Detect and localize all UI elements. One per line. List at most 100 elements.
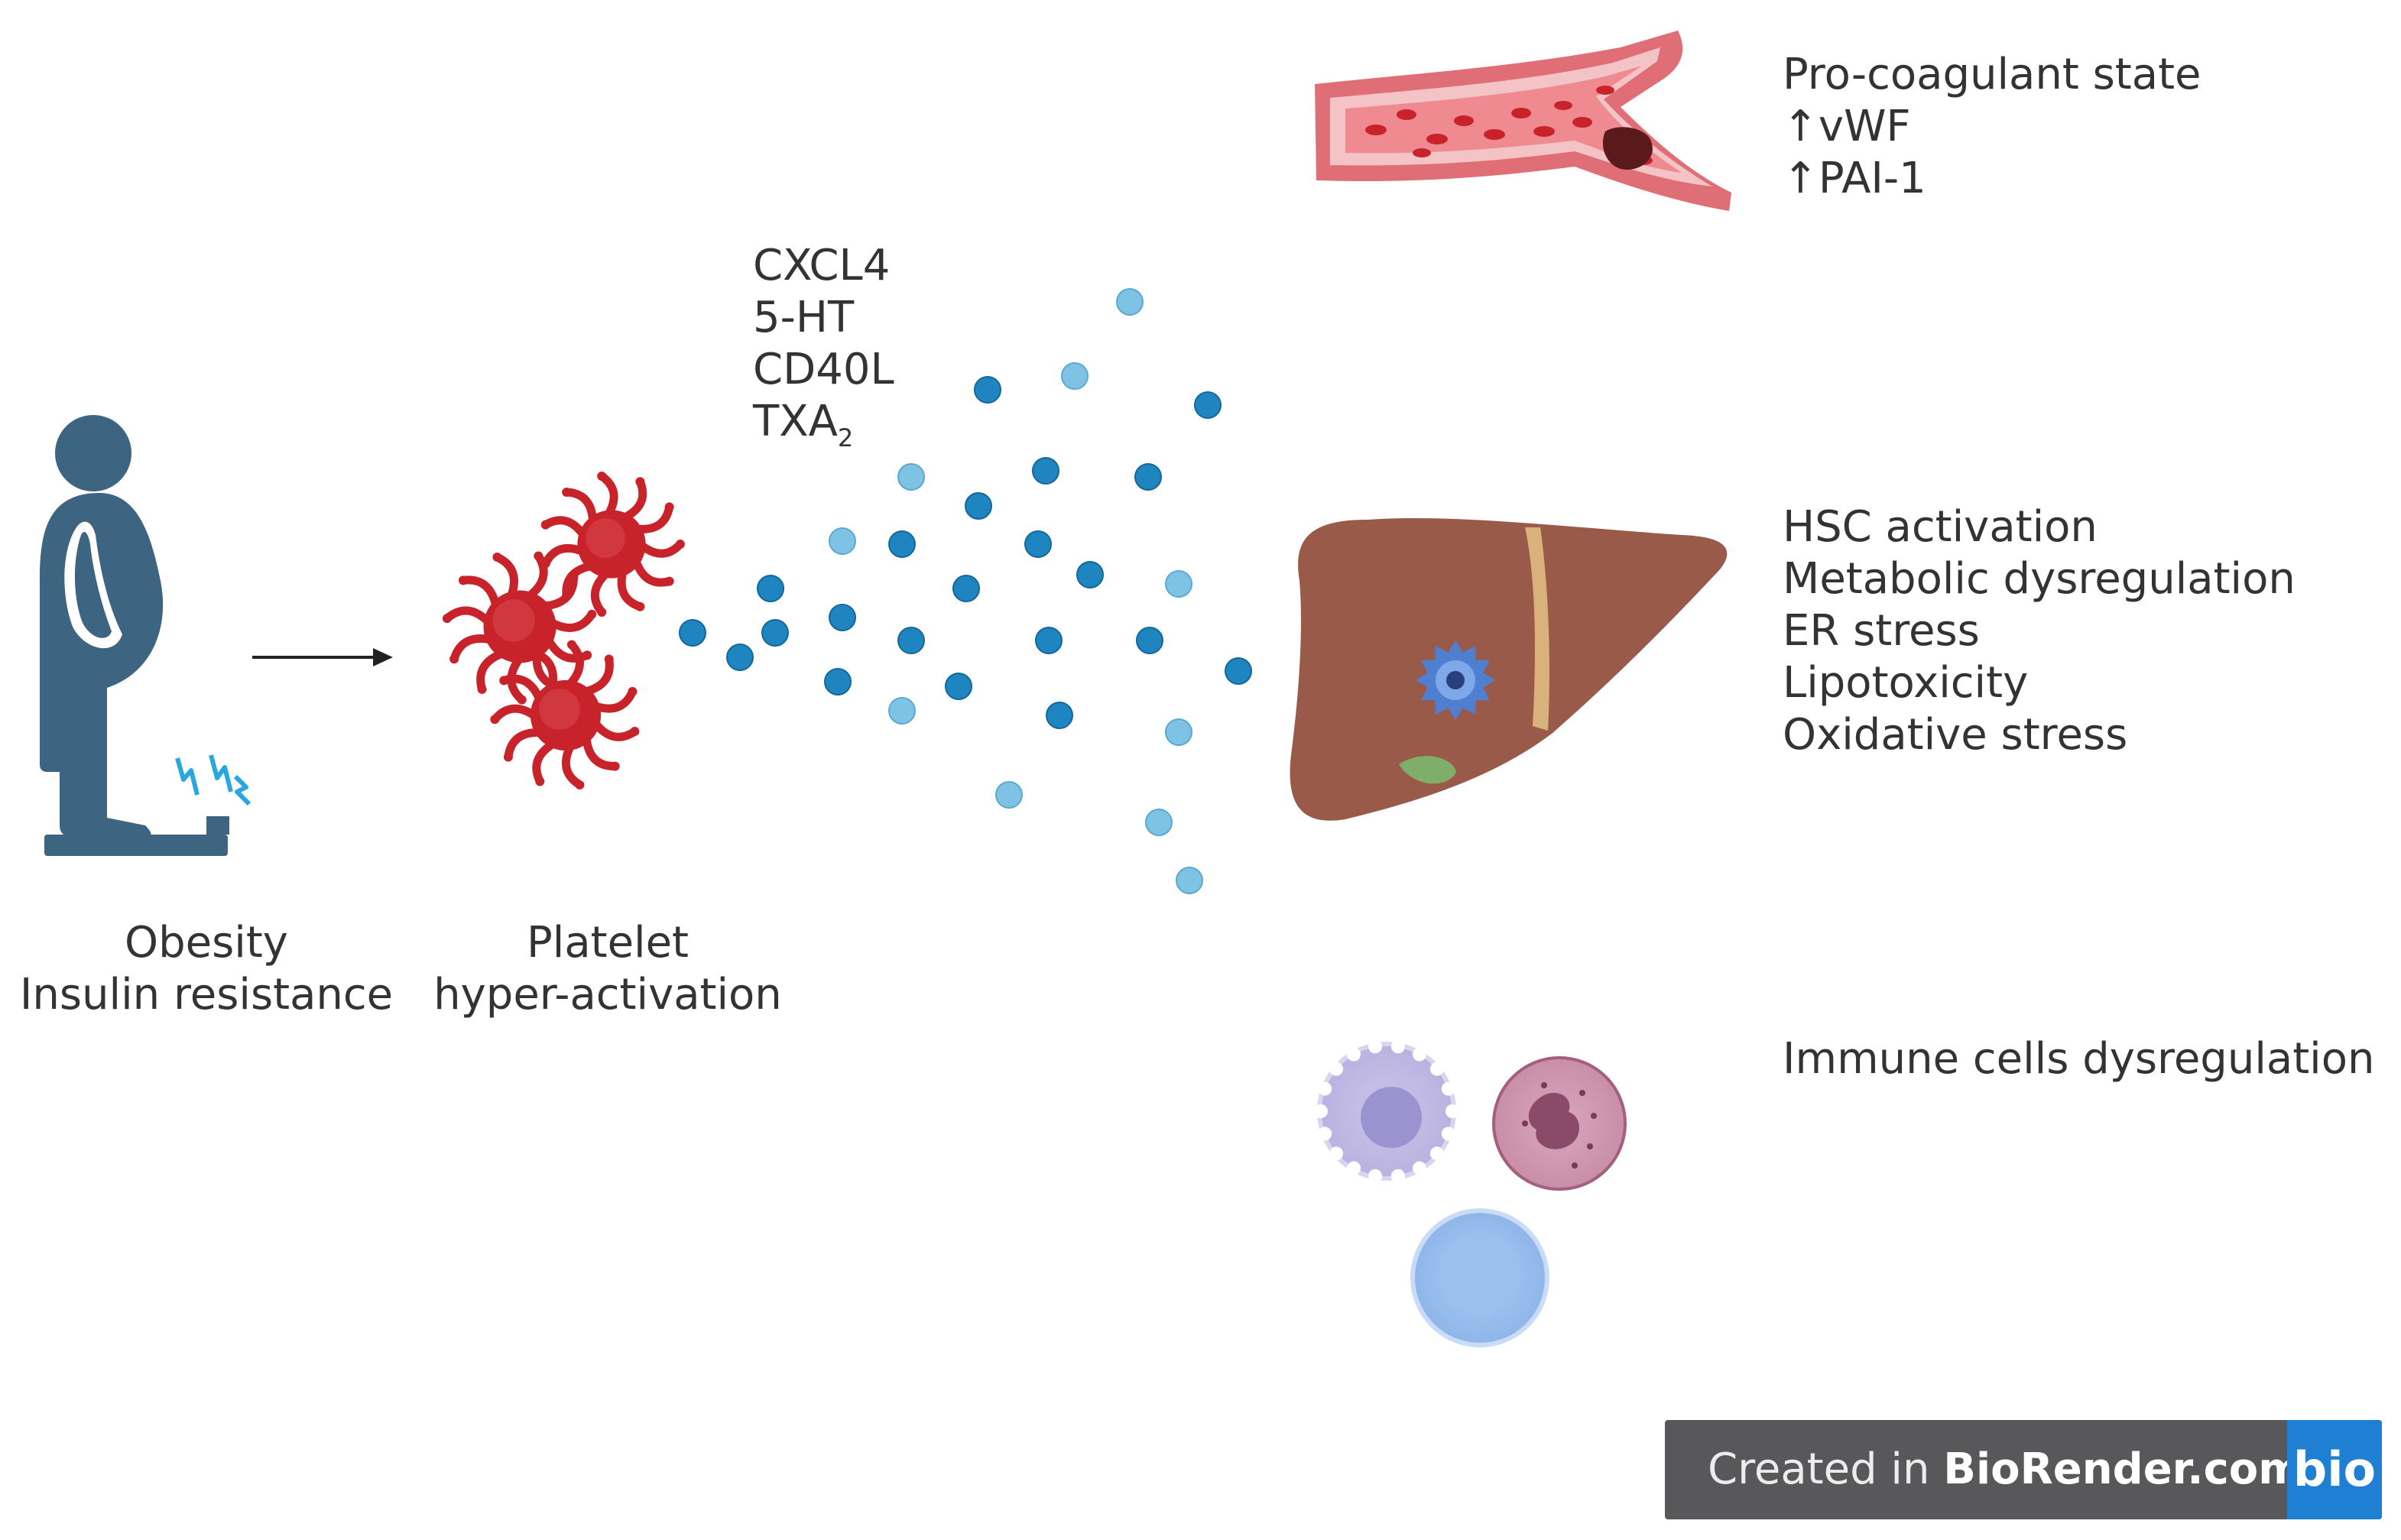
particle-dot-6	[1032, 457, 1059, 485]
mediator-particles	[679, 288, 1252, 894]
particle-dot-12	[757, 575, 784, 602]
particle-dot-4	[1194, 391, 1222, 419]
particle-dot-21	[1035, 627, 1063, 654]
platelet-cell-1	[540, 472, 685, 617]
particle-dot-14	[1076, 561, 1104, 588]
neutrophil-granule	[1522, 1120, 1528, 1127]
lymphocyte-icon	[1410, 1208, 1549, 1347]
obesity-label-line-1: Obesity	[125, 918, 288, 968]
biorender-badge[interactable]: Created in BioRender.com bio	[1665, 1420, 2382, 1519]
badge-prefix: Created in	[1708, 1444, 1944, 1494]
vessel-effect-2: ↑vWF	[1783, 102, 1911, 151]
monocyte-membrane-bump	[1329, 1062, 1344, 1076]
monocyte-membrane-bump	[1429, 1146, 1444, 1161]
platelet-label-line-2: hyper-activation	[433, 970, 782, 1020]
particle-dot-3	[974, 376, 1001, 404]
immune-effect-label: Immune cells dysregulation	[1783, 1034, 2375, 1084]
mediator-txa-subscript: 2	[837, 423, 854, 452]
particle-dot-17	[679, 619, 706, 647]
platelet-label: Platelet hyper-activation	[428, 917, 787, 1021]
mediators-list: CXCL4 5-HT CD40L TXA2	[753, 240, 894, 464]
particle-dot-31	[1176, 867, 1203, 894]
particle-dot-2	[1061, 362, 1089, 390]
particle-dot-9	[829, 527, 856, 555]
stellate-cell-nucleus	[1446, 671, 1465, 689]
monocyte-membrane-bump	[1390, 1169, 1405, 1183]
particle-dot-5	[897, 463, 925, 491]
particle-dot-8	[965, 492, 992, 520]
particle-dot-28	[1165, 718, 1192, 746]
monocyte-membrane-bump	[1441, 1081, 1455, 1096]
badge-text: Created in BioRender.com	[1708, 1420, 2303, 1519]
mediator-5ht: 5-HT	[753, 293, 855, 342]
vessel-effect-1: Pro-coagulant state	[1783, 50, 2201, 99]
particle-dot-27	[1046, 702, 1073, 729]
particle-dot-11	[1024, 530, 1052, 558]
neutrophil-granule	[1541, 1082, 1547, 1088]
liver-effect-4: Lipotoxicity	[1783, 658, 2029, 708]
monocyte-membrane-bump	[1368, 1169, 1383, 1183]
obesity-label: Obesity Insulin resistance	[8, 917, 405, 1021]
monocyte-membrane-bump	[1368, 1039, 1383, 1054]
platelet-cell-2	[442, 551, 597, 705]
monocyte-membrane-bump	[1429, 1062, 1444, 1076]
liver-effects-list: HSC activation Metabolic dysregulation E…	[1783, 501, 2296, 761]
blood-vessel-thrombus-icon	[1315, 31, 1731, 211]
mediator-txa-text: TXA	[753, 397, 838, 446]
particle-dot-10	[888, 530, 916, 558]
stellate-cell-icon	[1416, 640, 1495, 720]
monocyte-membrane-bump	[1347, 1047, 1361, 1062]
arrow-icon	[252, 648, 393, 666]
monocyte-membrane-bump	[1318, 1081, 1332, 1096]
monocyte-membrane-bump	[1390, 1039, 1405, 1054]
mediator-txa2: TXA2	[753, 396, 894, 464]
obesity-label-line-2: Insulin resistance	[19, 970, 394, 1020]
particle-dot-13	[952, 575, 980, 602]
lightning-icon	[175, 754, 251, 806]
particle-dot-19	[829, 604, 856, 631]
activated-platelet-icon	[442, 472, 685, 789]
liver-effect-3: ER stress	[1783, 606, 1980, 656]
platelet-label-line-1: Platelet	[526, 918, 689, 968]
monocyte-membrane-bump	[1347, 1161, 1361, 1175]
badge-brand: BioRender.com	[1943, 1444, 2303, 1494]
neutrophil-granule	[1591, 1113, 1597, 1119]
neutrophil-granule	[1587, 1143, 1593, 1149]
particle-dot-29	[995, 781, 1023, 809]
liver-effect-1: HSC activation	[1783, 502, 2098, 552]
particle-dot-23	[1225, 657, 1252, 685]
monocyte-membrane-bump	[1318, 1127, 1332, 1141]
monocyte-membrane-bump	[1329, 1146, 1344, 1161]
liver-icon	[1290, 518, 1728, 821]
neutrophil-icon	[1492, 1056, 1627, 1191]
particle-dot-24	[824, 668, 852, 695]
particle-dot-20	[897, 627, 925, 654]
monocyte-membrane-bump	[1441, 1127, 1455, 1141]
person-on-scale-icon	[40, 415, 251, 856]
vessel-effect-3: ↑PAI-1	[1783, 154, 1926, 203]
platelet-cell-3	[490, 640, 640, 789]
vessel-effects-list: Pro-coagulant state ↑vWF ↑PAI-1	[1783, 49, 2201, 205]
monocyte-membrane-bump	[1413, 1161, 1426, 1175]
biorender-logo-icon: bio	[2287, 1420, 2382, 1519]
liver-effect-2: Metabolic dysregulation	[1783, 554, 2296, 604]
monocyte-membrane-bump	[1314, 1104, 1328, 1118]
mediator-cd40l: CD40L	[753, 345, 894, 394]
monocyte-icon	[1314, 1039, 1459, 1183]
particle-dot-15	[1165, 570, 1192, 598]
particle-dot-25	[945, 673, 972, 700]
neutrophil-granule	[1572, 1162, 1578, 1169]
liver-effect-5: Oxidative stress	[1783, 710, 2128, 760]
particle-dot-18	[726, 644, 754, 671]
particle-dot-1	[1116, 288, 1144, 316]
neutrophil-granule	[1579, 1090, 1585, 1096]
particle-dot-26	[888, 697, 916, 725]
mediator-cxcl4: CXCL4	[753, 241, 891, 290]
particle-dot-7	[1134, 463, 1162, 491]
monocyte-membrane-bump	[1413, 1047, 1426, 1062]
particle-dot-22	[1136, 627, 1163, 654]
monocyte-membrane-bump	[1445, 1104, 1459, 1118]
particle-dot-30	[1145, 809, 1173, 836]
particle-dot-16	[761, 619, 789, 647]
